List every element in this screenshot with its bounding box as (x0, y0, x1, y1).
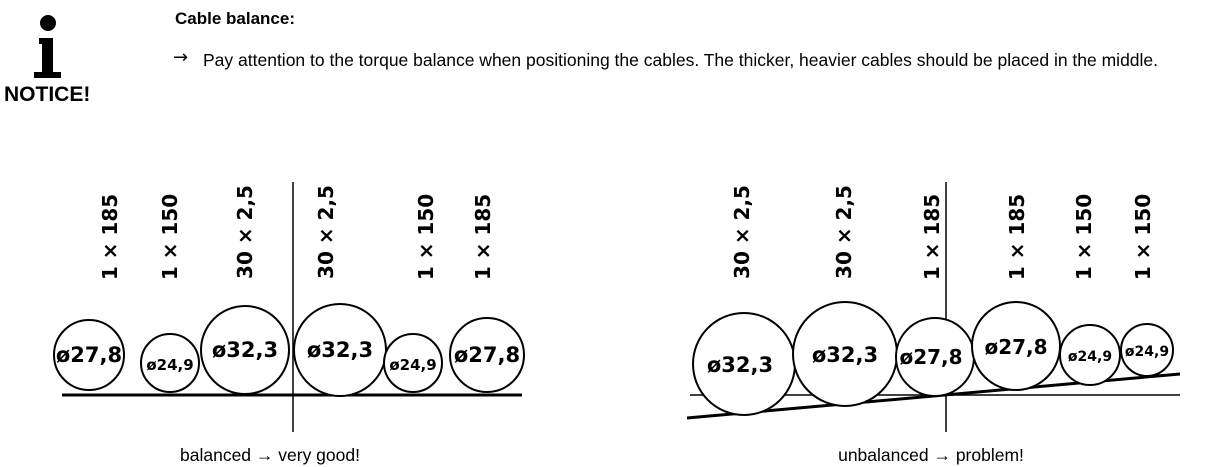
cable-circle (449, 317, 525, 393)
cable-diameter: ø24,9 (1125, 344, 1169, 360)
cable-circle (971, 301, 1061, 391)
cable-spec: 1 × 150 (158, 194, 182, 280)
cable-circle (1120, 323, 1174, 377)
cable-spec: 1 × 150 (414, 194, 438, 280)
cable-spec: 1 × 185 (920, 194, 944, 280)
arrow-right-icon: → (173, 47, 189, 68)
cable-spec: 30 × 2,5 (314, 185, 338, 279)
notice-text: Pay attention to the torque balance when… (203, 50, 1159, 70)
cable-diameter: ø27,8 (899, 345, 962, 369)
cable-diameter: ø32,3 (812, 343, 878, 367)
cable-diameter: ø27,8 (454, 343, 520, 367)
info-icon (34, 15, 61, 78)
cable-spec: 1 × 185 (471, 194, 495, 280)
balanced-caption: balanced → very good! (180, 445, 360, 465)
cable-spec: 1 × 185 (98, 194, 122, 280)
unbalanced-caption: unbalanced → problem! (838, 445, 1024, 465)
cable-circle (383, 333, 443, 393)
cable-diameter: ø32,3 (307, 338, 373, 362)
cable-spec: 30 × 2,5 (832, 185, 856, 279)
cable-diameter: ø32,3 (212, 338, 278, 362)
cable-circle (53, 319, 125, 391)
cable-diameter: ø24,9 (1068, 349, 1112, 365)
cable-diameter: ø24,9 (389, 356, 436, 374)
cable-spec: 1 × 150 (1072, 194, 1096, 280)
unbalanced-diagram: ø32,3 ø32,3 ø27,8 ø27,8 ø24,9 ø24,9 30 ×… (686, 182, 1181, 465)
notice-block: NOTICE! Cable balance: → Pay attention t… (0, 0, 1214, 150)
notice-title: Cable balance: (175, 9, 295, 28)
cable-spec: 1 × 185 (1005, 194, 1029, 280)
cable-spec: 1 × 150 (1131, 194, 1155, 280)
cable-diameter: ø27,8 (56, 343, 122, 367)
cable-circle (140, 333, 200, 393)
cable-diameter: ø27,8 (984, 335, 1047, 359)
cable-circle (200, 305, 290, 395)
cable-diameter: ø32,3 (707, 353, 773, 377)
cable-diameter: ø24,9 (146, 356, 193, 374)
balanced-diagram: ø27,8 ø24,9 ø32,3 ø32,3 ø24,9 ø27,8 1 × … (53, 182, 525, 465)
cable-spec: 30 × 2,5 (730, 185, 754, 279)
notice-label: NOTICE! (4, 83, 91, 106)
cable-circle (1059, 324, 1121, 386)
cable-spec: 30 × 2,5 (233, 185, 257, 279)
